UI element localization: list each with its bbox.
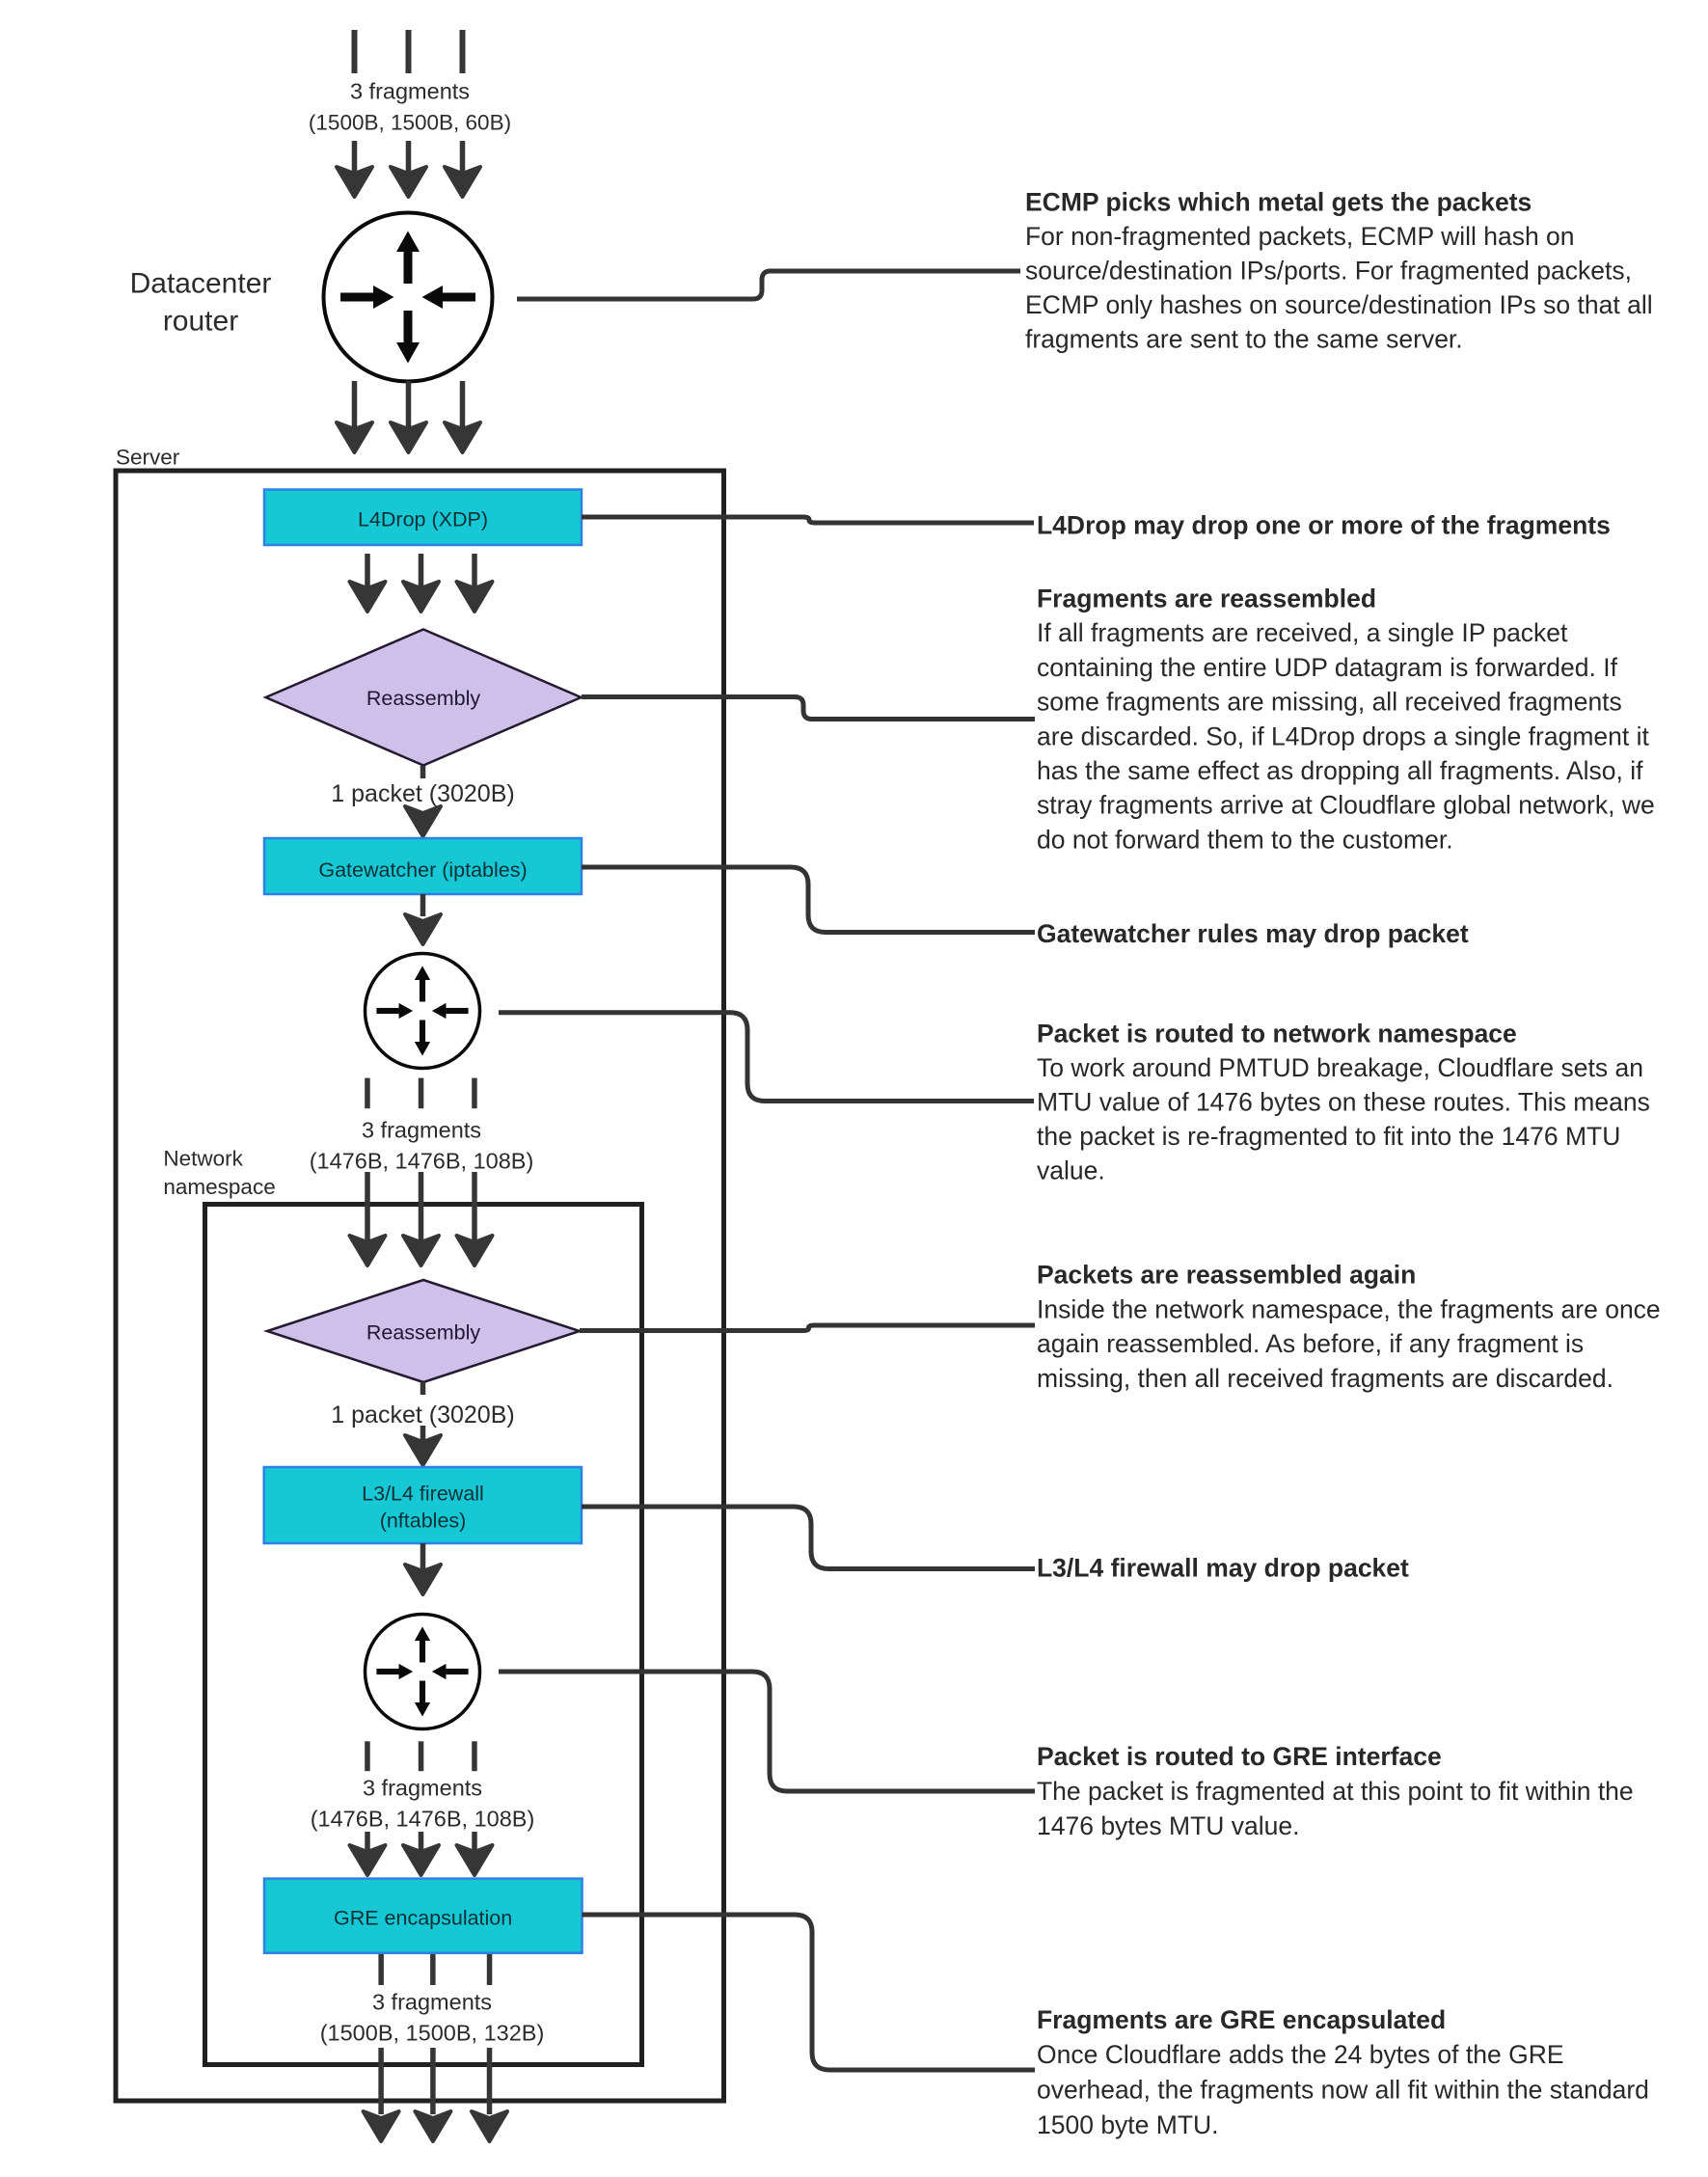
- svg-text:The packet is fragmented at th: The packet is fragmented at this point t…: [1037, 1777, 1634, 1806]
- svg-text:router: router: [163, 306, 238, 338]
- svg-text:containing the entire UDP data: containing the entire UDP datagram is fo…: [1037, 653, 1618, 682]
- svg-text:L4Drop may drop one or more of: L4Drop may drop one or more of the fragm…: [1037, 511, 1611, 540]
- svg-text:3 fragments: 3 fragments: [362, 1118, 481, 1143]
- svg-text:Inside the network namespace,: Inside the network namespace, the fragme…: [1037, 1294, 1661, 1323]
- svg-text:Server: Server: [116, 446, 180, 470]
- svg-text:Fragments are GRE encapsulated: Fragments are GRE encapsulated: [1037, 2005, 1446, 2034]
- svg-text:L4Drop (XDP): L4Drop (XDP): [358, 508, 488, 531]
- svg-text:(nftables): (nftables): [380, 1509, 467, 1532]
- svg-text:1476 bytes MTU value.: 1476 bytes MTU value.: [1037, 1811, 1300, 1840]
- svg-text:the packet is re-fragmented to: the packet is re-fragmented to fit into …: [1037, 1122, 1620, 1151]
- svg-text:To work around PMTUD breakage,: To work around PMTUD breakage, Cloudflar…: [1037, 1053, 1643, 1082]
- svg-text:(1500B, 1500B, 60B): (1500B, 1500B, 60B): [309, 111, 511, 135]
- svg-text:For non-fragmented packets, EC: For non-fragmented packets, ECMP will ha…: [1025, 222, 1575, 251]
- svg-text:Packet is routed to network na: Packet is routed to network namespace: [1037, 1020, 1517, 1048]
- svg-text:If all fragments are received,: If all fragments are received, a single …: [1037, 618, 1568, 647]
- svg-text:fragments are sent to the same: fragments are sent to the same server.: [1025, 325, 1463, 354]
- svg-text:Packets are reassembled again: Packets are reassembled again: [1037, 1260, 1416, 1289]
- svg-text:1500 byte MTU.: 1500 byte MTU.: [1037, 2110, 1219, 2139]
- svg-text:Datacenter: Datacenter: [130, 268, 272, 300]
- svg-text:3 fragments: 3 fragments: [372, 1989, 492, 2014]
- svg-text:some fragments are missing, al: some fragments are missing, all received…: [1037, 688, 1622, 717]
- svg-text:1 packet (3020B): 1 packet (3020B): [331, 1401, 514, 1429]
- svg-text:missing, then all received fra: missing, then all received fragments are…: [1037, 1364, 1613, 1393]
- svg-text:source/destination IPs/ports.: source/destination IPs/ports. For fragme…: [1025, 257, 1632, 286]
- svg-text:(1476B, 1476B, 108B): (1476B, 1476B, 108B): [311, 1806, 535, 1831]
- svg-text:MTU value of 1476 bytes on the: MTU value of 1476 bytes on these routes.…: [1037, 1088, 1650, 1117]
- svg-text:Gatewatcher (iptables): Gatewatcher (iptables): [318, 858, 527, 882]
- svg-text:do not forward them to the cus: do not forward them to the customer.: [1037, 825, 1453, 854]
- svg-text:L3/L4 firewall: L3/L4 firewall: [362, 1482, 484, 1505]
- svg-text:3 fragments: 3 fragments: [363, 1776, 482, 1801]
- svg-text:overhead, the fragments now al: overhead, the fragments now all fit with…: [1037, 2076, 1649, 2105]
- svg-text:(1500B, 1500B, 132B): (1500B, 1500B, 132B): [320, 2021, 545, 2046]
- svg-text:ECMP only hashes on source/des: ECMP only hashes on source/destination I…: [1025, 290, 1653, 319]
- svg-text:Packet is routed to GRE interf: Packet is routed to GRE interface: [1037, 1742, 1442, 1771]
- svg-text:L3/L4 firewall may drop packet: L3/L4 firewall may drop packet: [1037, 1554, 1409, 1583]
- svg-text:stray fragments arrive at Clou: stray fragments arrive at Cloudflare glo…: [1037, 791, 1655, 820]
- svg-text:Fragments are reassembled: Fragments are reassembled: [1037, 585, 1376, 613]
- svg-text:value.: value.: [1037, 1157, 1105, 1185]
- svg-text:Network: Network: [163, 1146, 243, 1170]
- svg-text:3 fragments: 3 fragments: [350, 79, 470, 104]
- svg-text:Once Cloudflare adds the 24 by: Once Cloudflare adds the 24 bytes of the…: [1037, 2040, 1564, 2069]
- svg-text:are discarded. So, if L4Drop d: are discarded. So, if L4Drop drops a sin…: [1037, 721, 1649, 750]
- svg-text:Reassembly: Reassembly: [366, 687, 481, 710]
- svg-text:has the same effect as droppin: has the same effect as dropping all frag…: [1037, 756, 1643, 785]
- svg-text:Gatewatcher rules may drop pac: Gatewatcher rules may drop packet: [1037, 919, 1469, 948]
- svg-text:ECMP picks which metal gets th: ECMP picks which metal gets the packets: [1025, 188, 1532, 217]
- svg-text:Reassembly: Reassembly: [366, 1321, 481, 1345]
- svg-text:GRE encapsulation: GRE encapsulation: [334, 1907, 512, 1930]
- svg-text:again reassembled. As before,: again reassembled. As before, if any fra…: [1037, 1329, 1584, 1358]
- svg-text:(1476B, 1476B, 108B): (1476B, 1476B, 108B): [310, 1149, 534, 1174]
- svg-text:1 packet (3020B): 1 packet (3020B): [331, 780, 514, 807]
- svg-text:namespace: namespace: [163, 1175, 275, 1199]
